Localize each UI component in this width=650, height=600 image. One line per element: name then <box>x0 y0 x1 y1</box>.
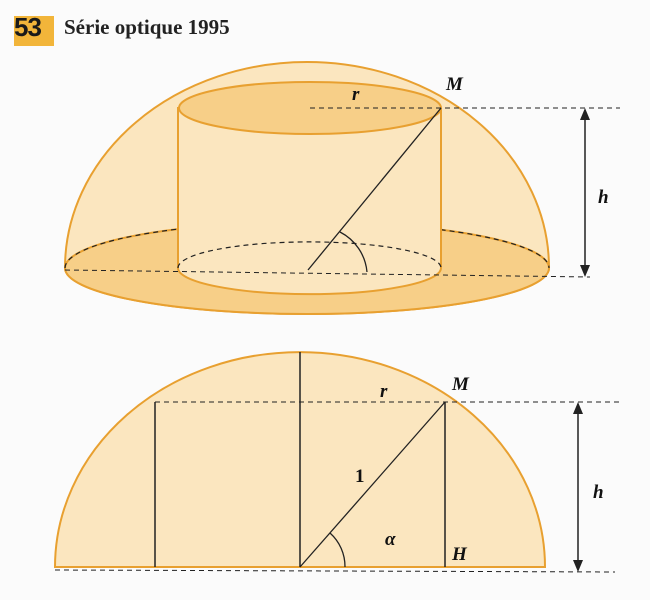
cylinder-bottom-back-dashed <box>177 241 442 269</box>
label-alpha: α <box>385 529 396 550</box>
diameter-dashed <box>64 269 591 278</box>
bottom-section-figure: r M 1 α H h <box>53 351 620 573</box>
label-M: M <box>445 74 464 95</box>
label-r: r <box>380 381 388 402</box>
radius-om <box>307 107 442 271</box>
exercise-number-badge <box>14 16 54 46</box>
angle-arc <box>339 231 368 273</box>
label-M: M <box>451 374 470 395</box>
label-H: H <box>451 544 468 565</box>
label-h: h <box>598 187 609 208</box>
label-r: r <box>352 84 360 105</box>
radius-om <box>299 401 446 568</box>
label-one: 1 <box>355 466 365 487</box>
base-dashed <box>54 569 616 573</box>
exercise-number: 53 <box>14 12 42 42</box>
top-hemisphere-figure: r M h <box>63 61 620 315</box>
cylinder-body <box>177 107 442 296</box>
angle-arc <box>329 532 346 568</box>
exercise-title: Série optique 1995 <box>64 15 230 39</box>
label-h: h <box>593 482 604 503</box>
